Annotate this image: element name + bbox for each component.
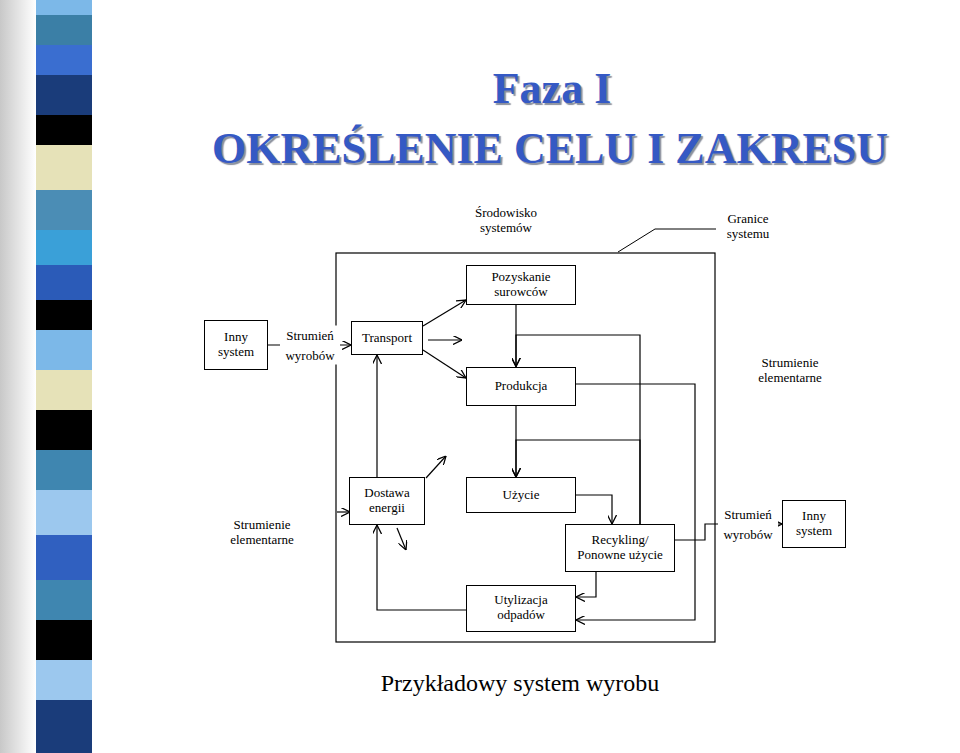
text-holder: Pozyskanie surowców [476,270,566,300]
text-holder: Dostawa energii [356,486,418,516]
text-holder: Inny system [211,330,261,360]
flow-label: Strumienie elementarne [750,356,830,386]
box-text: Utylizacja odpadów [480,593,562,623]
system-boundary [336,253,715,642]
slide-subtitle: OKREŚLENIE CELU I ZAKRESU [212,123,888,174]
text-holder: Inny system [789,509,839,539]
box-text: Transport [362,331,412,346]
process-box: Produkcja [466,367,576,406]
process-box: Transport [351,321,423,355]
caption: Przykładowy system wyrobu [381,670,660,697]
box-text: Dostawa energii [356,486,418,516]
flow-arrow [576,384,695,620]
flow-arrow [423,300,466,326]
process-box: Recykling/ Ponowne użycie [565,524,675,572]
flow-arrow [576,495,612,524]
process-box: Dostawa energii [349,477,425,525]
box-text: Pozyskanie surowców [476,270,566,300]
flow-arrow [397,528,406,550]
slide-title: Faza I [493,63,612,114]
text-holder: Produkcja [495,379,548,394]
boundary-label: Granice systemu [718,212,778,242]
text-holder: Recykling/ Ponowne użycie [572,533,668,563]
system-box: Inny system [782,500,846,548]
box-text: Inny system [211,330,261,360]
flow-arrow [377,525,466,610]
leader-line [618,229,716,252]
flow-arrow [576,572,596,597]
box-text: Recykling/ Ponowne użycie [572,533,668,563]
flow-arrow [428,339,462,340]
environment-label: Środowisko systemów [464,206,549,236]
flow-label: Strumień wyrobów [280,326,340,365]
text-holder: Użycie [503,488,540,503]
process-box: Utylizacja odpadów [466,585,576,632]
side-fade [0,0,36,753]
side-strip [36,0,92,753]
box-text: Produkcja [495,379,548,394]
process-box: Użycie [466,477,576,513]
flow-arrow [376,355,377,477]
text-holder: Transport [362,331,412,346]
process-box: Pozyskanie surowców [466,265,576,305]
text-holder: Utylizacja odpadów [480,593,562,623]
flow-label: Strumienie elementarne [222,518,302,548]
system-box: Inny system [204,320,268,370]
box-text: Inny system [789,509,839,539]
flow-arrow [426,456,446,478]
box-text: Użycie [503,488,540,503]
flow-label: Strumień wyrobów [718,505,778,544]
flow-arrow [423,350,466,378]
